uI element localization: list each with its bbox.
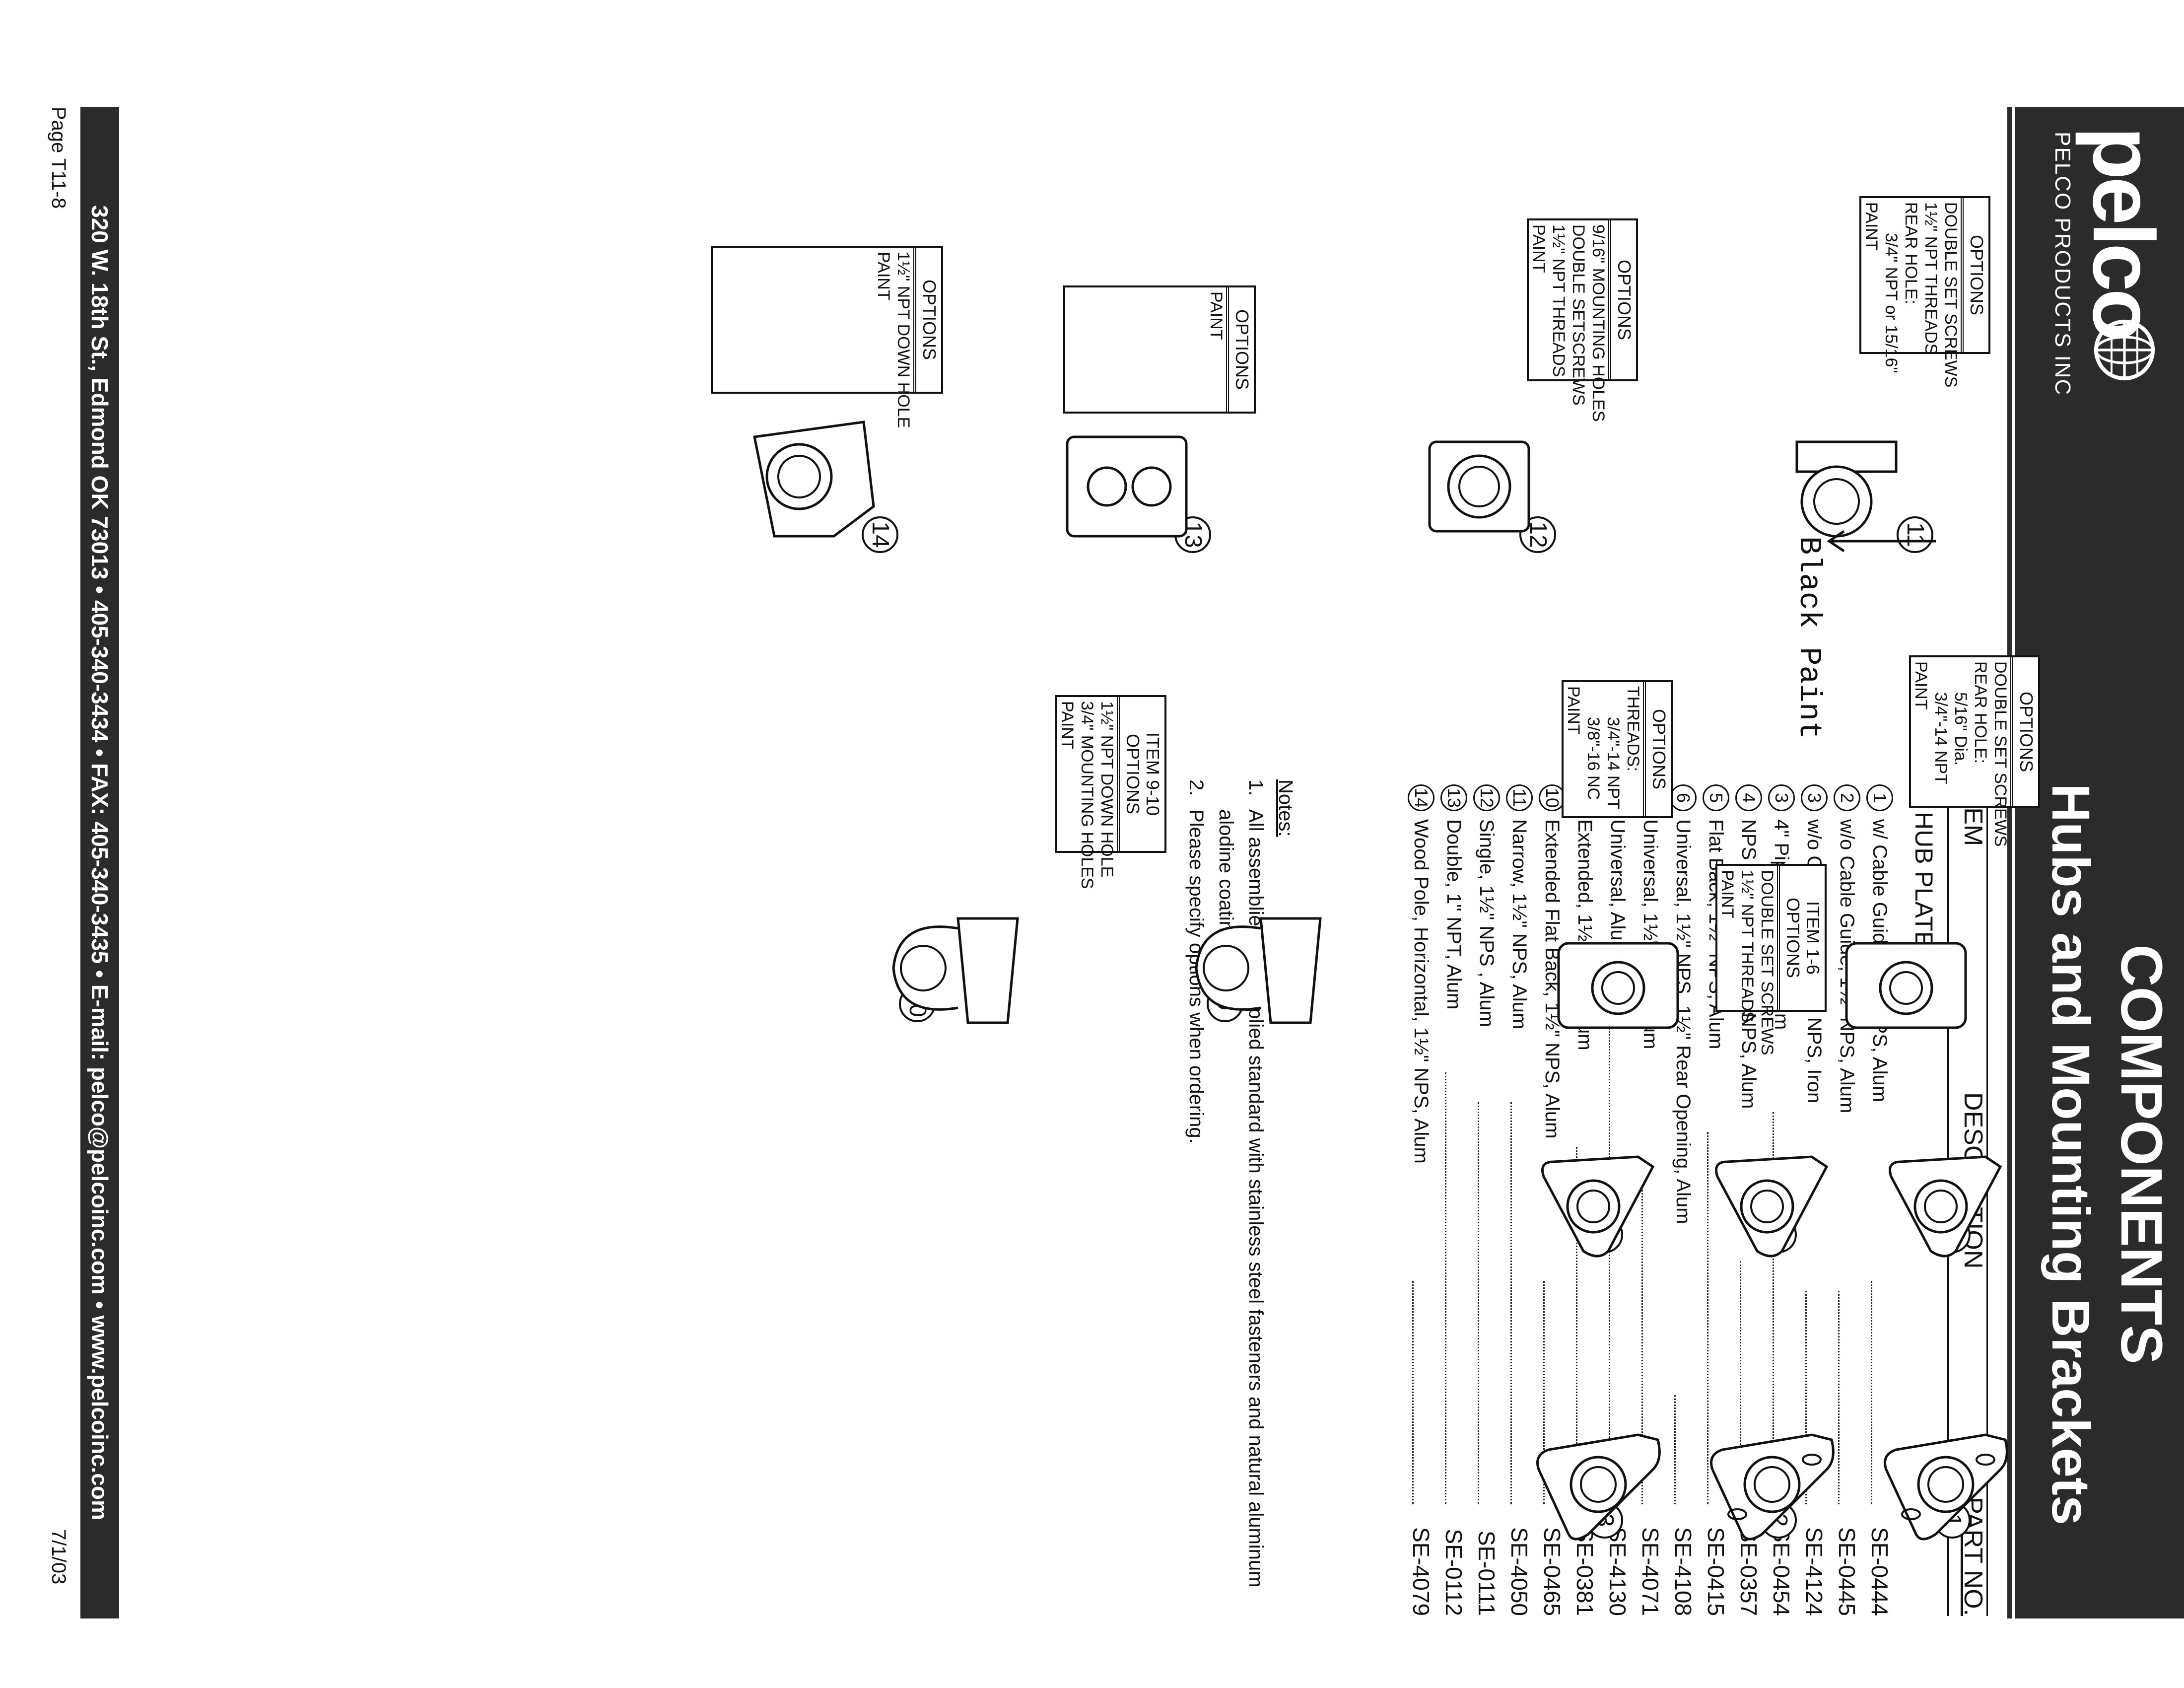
part-number: SE-4108 [1670,1527,1696,1616]
options-box-item-14: OPTIONS 1½" NPT DOWN HOLE PAINT [711,246,943,428]
options-box-items-1-6: ITEM 1-6 OPTIONS DOUBLE SET SCREWS 1½" N… [1715,864,1827,1055]
page-title: COMPONENTS [2109,944,2174,1364]
narrow-hub-drawing [1795,440,1898,538]
item-number: 14 [1408,784,1434,811]
item-number: 4 [1735,784,1762,811]
handwritten-note: Black Paint [1791,536,1827,740]
options-box-items-9-10: ITEM 9-10 OPTIONS 1½" NPT DOWN HOLE 3/4"… [1055,695,1166,889]
down-arrow-icon [1827,530,1936,553]
leader-dots [1838,1291,1872,1504]
item-number: 3 [1768,784,1795,811]
extended-hub-drawing [892,917,1019,1024]
part-number: SE-0111 [1474,1530,1500,1616]
item-description: Single, 1½" NPS , Alum [1476,819,1498,1027]
wood-pole-hub-drawing [753,421,875,538]
item-number: 13 [1440,784,1467,811]
hub-plate-drawing [1710,1433,1835,1541]
page-subtitle: Hubs and Mounting Brackets [2041,783,2101,1526]
extended-hub-drawing [1195,917,1322,1024]
item-description: Narrow, 1½" NPS, Alum [1508,819,1530,1030]
leader-dots [1478,1102,1512,1504]
hub-plate-drawing [1536,1433,1661,1541]
leader-dots [1412,1281,1446,1504]
globe-icon [2094,319,2155,381]
part-number: SE-4079 [1408,1527,1434,1616]
item-description: Wood Pole, Horizontal, 1½" NPS, Alum [1410,819,1432,1164]
item-number: 1 [1866,784,1893,811]
options-box-item-12: OPTIONS 9/16" MOUNTING HOLES DOUBLE SETS… [1527,218,1638,422]
hub-plate-drawing [1884,1433,2008,1541]
double-hub-drawing [1066,435,1188,538]
item-description: Double, 1" NPT, Alum [1443,819,1465,1010]
item-number: 5 [1703,784,1729,811]
hub-plate-drawing [1845,942,1967,1029]
item-number: 2 [1834,784,1860,811]
item-number: 6 [1670,784,1697,811]
item-number: 11 [1506,784,1533,811]
footer-contact: 320 W. 18th St., Edmond OK 73013 • 405-3… [80,107,119,1618]
hub-plate-drawing [1715,1155,1829,1258]
hub-plate-drawing [1889,1155,2002,1258]
options-box-item-13: OPTIONS PAINT [1063,285,1256,414]
item-number: 3 [1801,784,1828,811]
item-number: 12 [1473,784,1500,811]
page-number: Page T11-8 [48,107,69,209]
hub-plate-drawing [1557,942,1679,1029]
hub-plate-drawing [1541,1155,1655,1258]
options-box-item-11: OPTIONS DOUBLE SET SCREWS 1½" NPT THREAD… [1859,196,1990,387]
header-rule [2007,107,2012,1618]
options-box-item-8: OPTIONS THREADS: 3/4"-14 NPT 3/8"-16 NC … [1562,680,1673,818]
single-hub-drawing [1428,440,1530,533]
revision-date: 7/1/03 [48,1529,69,1585]
part-number: SE-0112 [1441,1529,1467,1616]
options-box-item-7: OPTIONS DOUBLE SET SCREWS REAR HOLE: 5/1… [1909,655,2040,846]
leader-dots [1445,1072,1479,1504]
